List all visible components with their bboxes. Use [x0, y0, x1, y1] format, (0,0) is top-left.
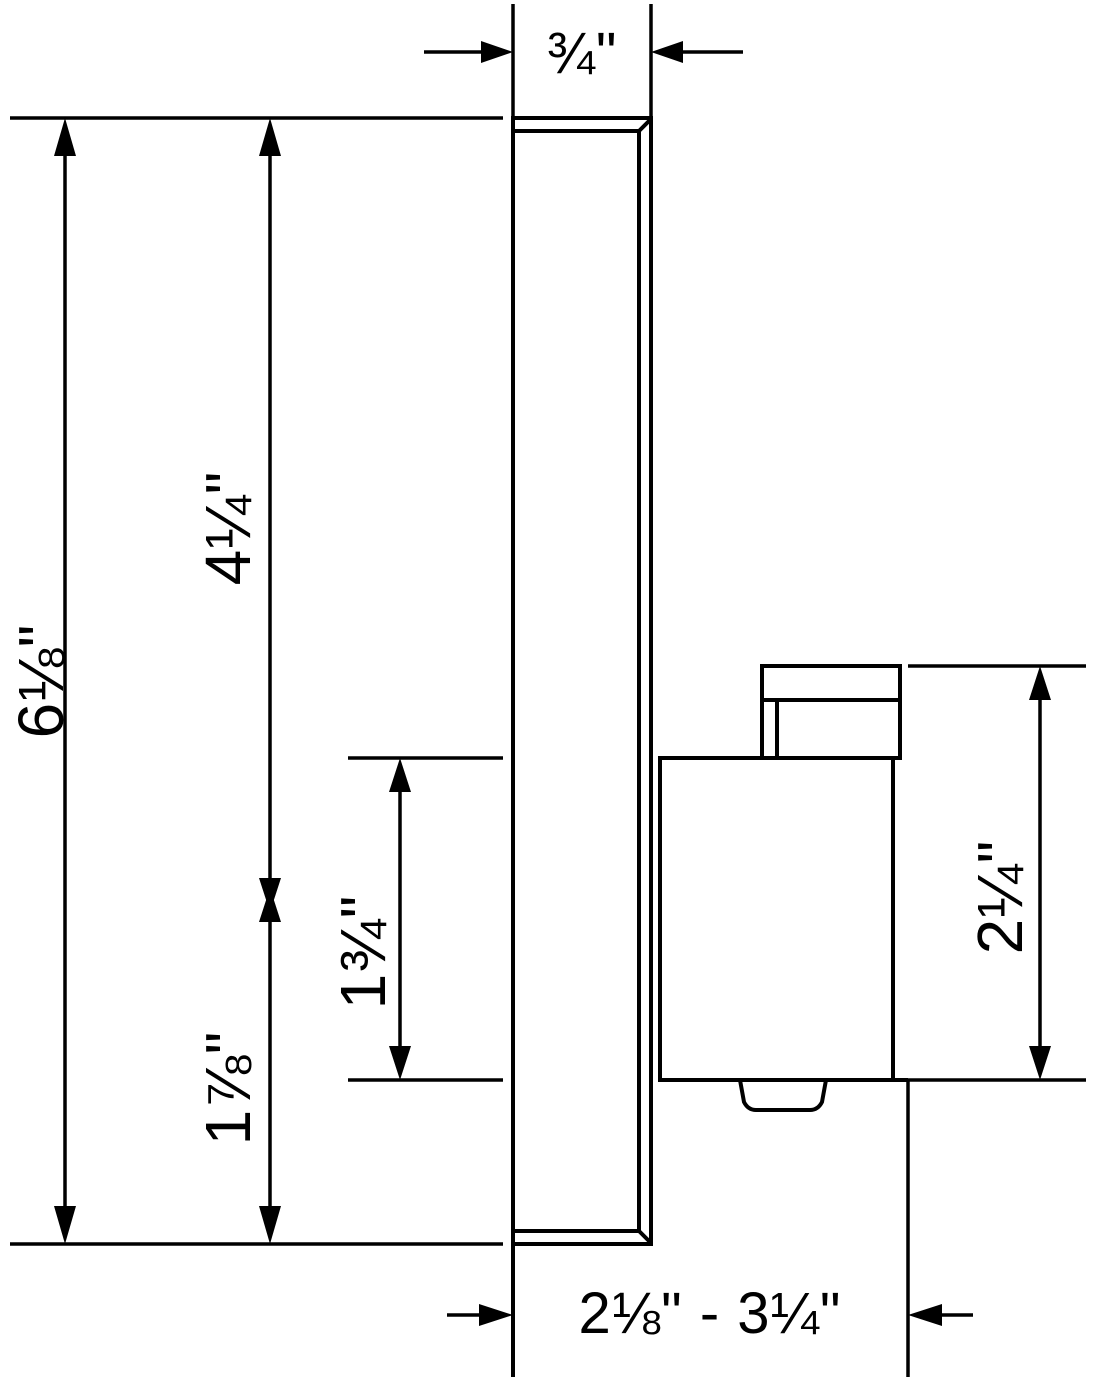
- dim-plate-thickness: ¾": [424, 4, 743, 116]
- dim-lower-height: 1⅞": [192, 888, 281, 1244]
- dim-overall-height: 6⅛": [5, 116, 503, 1246]
- dim-handle-height: 2¼": [908, 664, 1086, 1082]
- bottom-tab: [738, 1079, 828, 1112]
- arrowhead-up: [54, 118, 76, 156]
- handle-outline: [760, 664, 902, 760]
- arrowhead-up: [1029, 666, 1051, 700]
- arrowhead-down: [389, 1046, 411, 1080]
- body-outline: [658, 756, 895, 1082]
- dimension-label-depth-range: 2⅛" - 3¼": [579, 1281, 842, 1346]
- dimension-label-valve-body-height: 1¾": [327, 895, 399, 1010]
- plate-outline: [511, 116, 653, 1246]
- arrowhead-left: [908, 1304, 942, 1326]
- arrowhead-right: [479, 1304, 513, 1326]
- arrowhead-down: [54, 1206, 76, 1244]
- dimension-label-handle-height: 2¼": [964, 840, 1036, 955]
- arrowhead-left: [651, 41, 683, 63]
- dimension-label-plate-thickness: ¾": [547, 21, 618, 86]
- arrowhead-down: [1029, 1046, 1051, 1080]
- arrowhead-up: [259, 118, 281, 156]
- valve-plate-profile: [511, 116, 653, 1377]
- plate-inner-edge: [513, 117, 653, 1245]
- arrowhead-up: [389, 758, 411, 792]
- valve-body: [658, 756, 908, 1112]
- dimension-label-overall-height: 6⅛": [5, 624, 77, 739]
- arrowhead-down: [259, 1206, 281, 1244]
- dim-valve-body-height: 1¾": [327, 756, 503, 1082]
- dimension-label-upper-height: 4¼": [192, 471, 264, 586]
- valve-handle: [760, 664, 902, 760]
- dim-upper-height: 4¼": [192, 118, 281, 912]
- dimension-label-lower-height: 1⅞": [192, 1031, 264, 1146]
- arrowhead-up: [259, 888, 281, 922]
- arrowhead-right: [481, 41, 513, 63]
- dim-depth-range: 2⅛" - 3¼": [447, 1080, 973, 1377]
